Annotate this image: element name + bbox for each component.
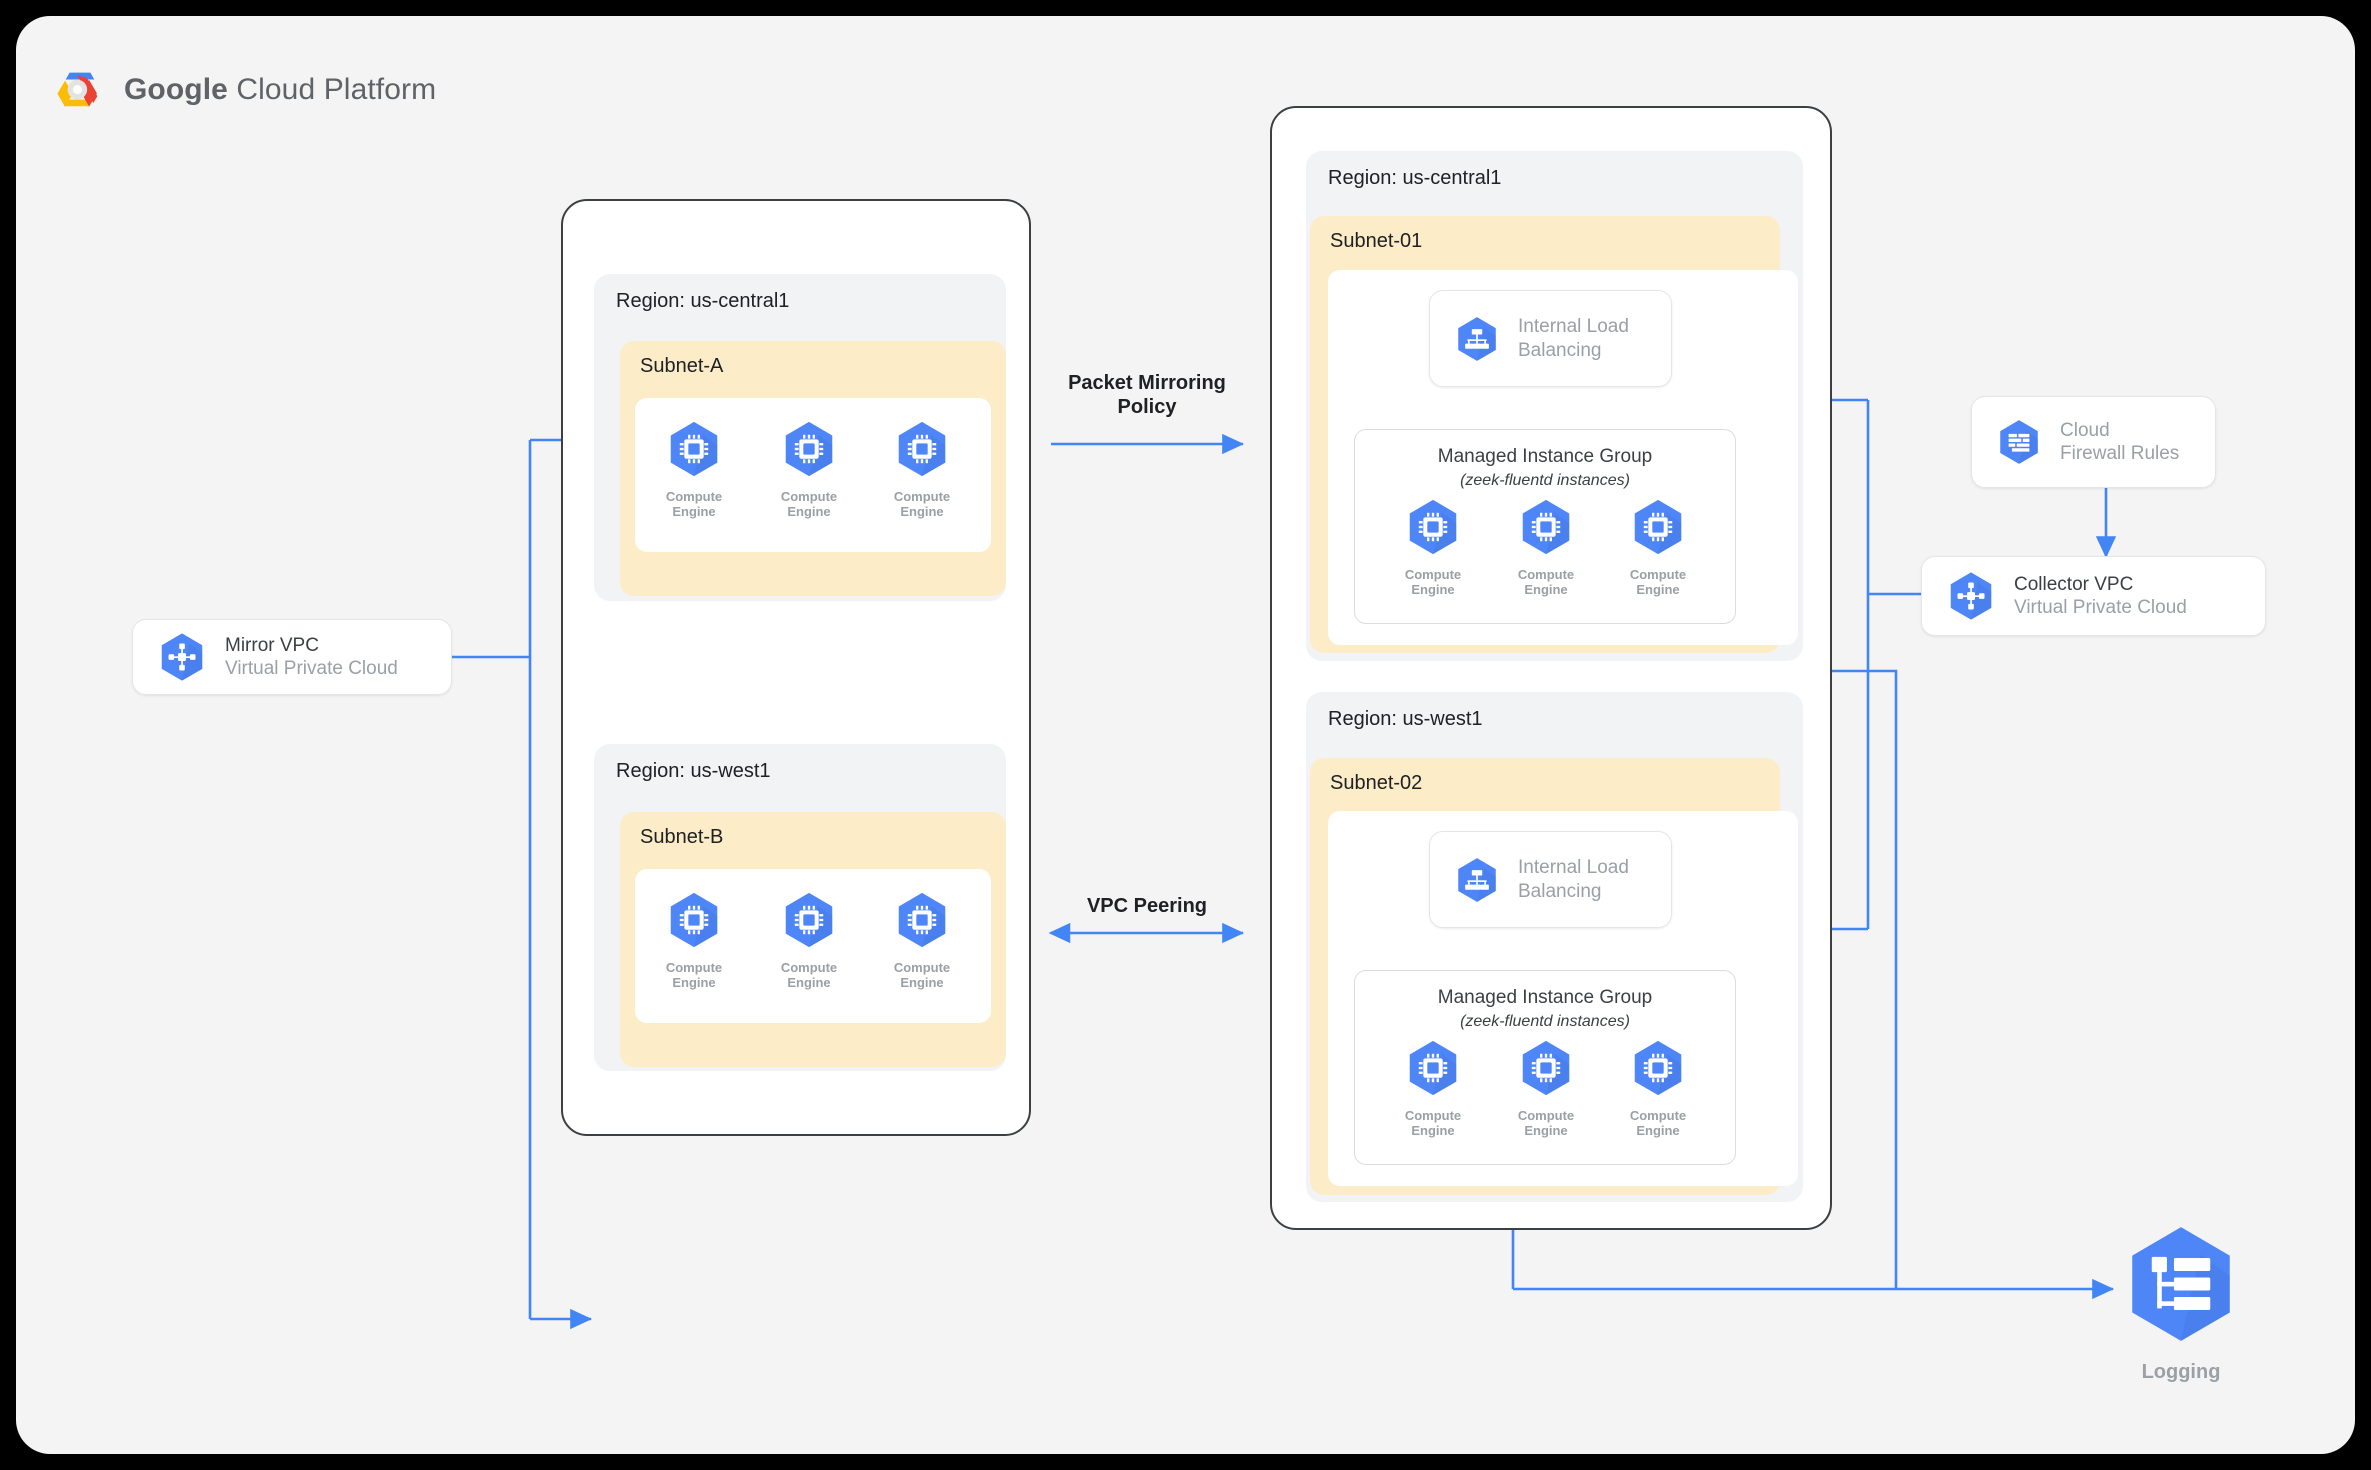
region-label-us-west1-mirror: Region: us-west1 [616, 760, 771, 782]
ilb-line2-01: Balancing [1518, 339, 1602, 361]
mig-subtitle-01: (zeek-fluentd instances) [1460, 472, 1630, 489]
brand-text: Google Cloud Platform [124, 73, 436, 107]
google-cloud-logo-icon [57, 72, 98, 108]
compute-engine-caption: Compute Engine [1629, 1108, 1687, 1139]
brand-light: Cloud Platform [227, 73, 437, 106]
mig-title-02: Managed Instance Group [1437, 987, 1653, 1008]
collector-vpc-title: Collector VPC [2014, 573, 2134, 595]
compute-engine-caption: Compute Engine [893, 489, 951, 520]
subnet-label-01: Subnet-01 [1330, 230, 1423, 252]
compute-engine-icon [1409, 499, 1457, 555]
compute-engine-icon [670, 421, 718, 477]
logging-icon [2132, 1227, 2230, 1341]
compute-engine-icon [1634, 1040, 1682, 1096]
compute-engine-icon [1409, 1040, 1457, 1096]
collector-vpc-card[interactable]: Collector VPC Virtual Private Cloud [1921, 556, 2266, 636]
compute-engine-node[interactable]: Compute Engine [648, 418, 740, 520]
brand-bold: Google [124, 73, 228, 106]
vpc-peering-label: VPC Peering [1086, 895, 1208, 917]
mig-subtitle-02: (zeek-fluentd instances) [1460, 1013, 1630, 1030]
compute-engine-node[interactable]: Compute Engine [1612, 496, 1704, 598]
ilb-line2-02: Balancing [1518, 880, 1602, 902]
compute-engine-node[interactable]: Compute Engine [648, 889, 740, 991]
compute-engine-caption: Compute Engine [665, 960, 723, 991]
compute-engine-node[interactable]: Compute Engine [1500, 1037, 1592, 1139]
internal-load-balancing-card-01[interactable]: Internal Load Balancing [1429, 290, 1672, 387]
region-label-us-west1-collector: Region: us-west1 [1328, 708, 1483, 730]
compute-engine-caption: Compute Engine [1629, 567, 1687, 598]
compute-engine-node[interactable]: Compute Engine [1500, 496, 1592, 598]
ilb-line1-01: Internal Load [1518, 316, 1629, 338]
compute-engine-icon [1634, 499, 1682, 555]
mirror-vpc-subtitle: Virtual Private Cloud [225, 658, 398, 679]
subnet-label-02: Subnet-02 [1330, 772, 1423, 794]
compute-engine-node[interactable]: Compute Engine [1387, 496, 1479, 598]
vpc-icon [161, 633, 203, 681]
firewall-icon [2000, 420, 2038, 464]
mirror-vpc-title: Mirror VPC [225, 634, 319, 656]
compute-engine-caption: Compute Engine [1517, 1108, 1575, 1139]
logging-label: Logging [2141, 1361, 2221, 1383]
load-balancer-icon [1458, 857, 1496, 902]
collector-vpc-subtitle: Virtual Private Cloud [2014, 597, 2187, 618]
compute-engine-node[interactable]: Compute Engine [763, 418, 855, 520]
internal-load-balancing-card-02[interactable]: Internal Load Balancing [1429, 831, 1672, 928]
brand-header: Google Cloud Platform [54, 64, 436, 116]
compute-engine-caption: Compute Engine [1404, 567, 1462, 598]
compute-engine-icon [1522, 1040, 1570, 1096]
compute-engine-node[interactable]: Compute Engine [763, 889, 855, 991]
connector-layer [316, 387, 2117, 1330]
compute-engine-node[interactable]: Compute Engine [1612, 1037, 1704, 1139]
region-label-us-central1-collector: Region: us-central1 [1328, 167, 1502, 189]
subnet-label-a: Subnet-A [640, 355, 724, 377]
diagram-canvas: Google Cloud Platform Mirror VPC Virtual… [16, 16, 2355, 1454]
ilb-line1-02: Internal Load [1518, 857, 1629, 879]
compute-engine-icon [898, 892, 946, 948]
load-balancer-icon [1458, 316, 1496, 361]
compute-engine-icon [1522, 499, 1570, 555]
subnet-label-b: Subnet-B [640, 826, 724, 848]
compute-engine-caption: Compute Engine [1404, 1108, 1462, 1139]
compute-engine-icon [785, 421, 833, 477]
compute-engine-node[interactable]: Compute Engine [876, 889, 968, 991]
cloud-firewall-rules-card[interactable]: Cloud Firewall Rules [1971, 396, 2216, 488]
packet-mirroring-policy-label: Packet Mirroring Policy [1068, 372, 1226, 419]
mirror-vpc-card[interactable]: Mirror VPC Virtual Private Cloud [132, 619, 452, 695]
compute-engine-caption: Compute Engine [1517, 567, 1575, 598]
logging-node[interactable] [2116, 1219, 2246, 1349]
compute-engine-caption: Compute Engine [893, 960, 951, 991]
compute-engine-caption: Compute Engine [780, 489, 838, 520]
compute-engine-icon [898, 421, 946, 477]
compute-engine-node[interactable]: Compute Engine [876, 418, 968, 520]
firewall-line1: Cloud [2060, 419, 2110, 441]
compute-engine-node[interactable]: Compute Engine [1387, 1037, 1479, 1139]
compute-engine-caption: Compute Engine [780, 960, 838, 991]
vpc-icon [1950, 572, 1992, 620]
compute-engine-caption: Compute Engine [665, 489, 723, 520]
region-label-us-central1-mirror: Region: us-central1 [616, 290, 790, 312]
compute-engine-icon [670, 892, 718, 948]
compute-engine-icon [785, 892, 833, 948]
mig-title-01: Managed Instance Group [1437, 446, 1653, 467]
firewall-line2: Firewall Rules [2060, 443, 2180, 464]
